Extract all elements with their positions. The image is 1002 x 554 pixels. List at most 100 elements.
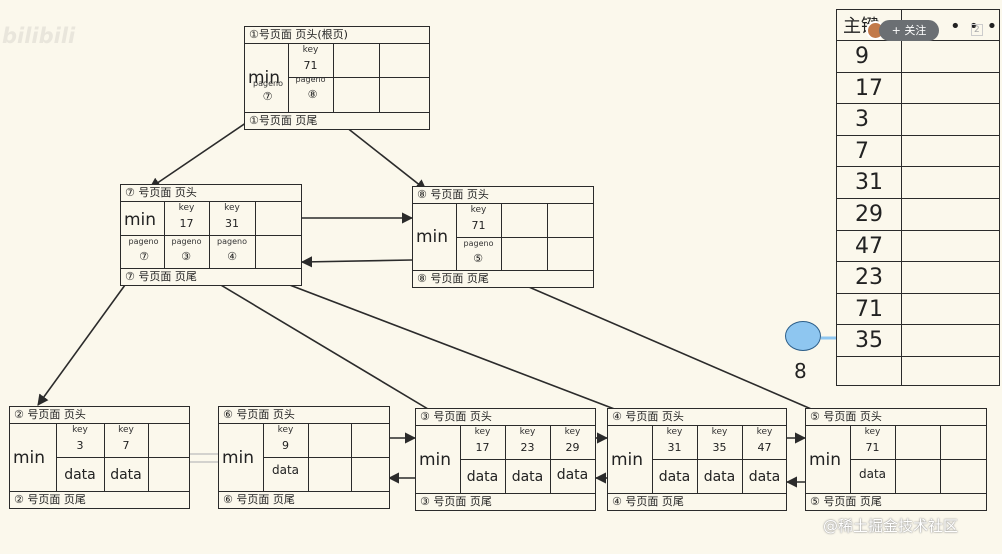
pageno-value: ④ bbox=[227, 250, 237, 263]
key-value: 3 bbox=[76, 439, 84, 452]
key-value: 17 bbox=[179, 217, 194, 230]
page-5: ⑤ 号页面 页头 min key 71 data ⑤ 号页面 页尾 bbox=[805, 408, 987, 511]
key-label: key bbox=[864, 427, 881, 437]
min-label: min bbox=[809, 449, 842, 470]
pageno-value: ⑦ bbox=[139, 250, 149, 263]
pk-row: 71 bbox=[837, 292, 999, 325]
min-label: min bbox=[248, 68, 281, 88]
page-footer: ⑧ 号页面 页尾 bbox=[413, 270, 593, 287]
data-cell: data bbox=[748, 469, 781, 485]
arrow-p8-to-p7 bbox=[300, 256, 413, 268]
min-label: min bbox=[416, 227, 449, 247]
pk-row: 3 bbox=[837, 103, 999, 135]
site-watermark: @稀土掘金技术社区 bbox=[823, 517, 959, 535]
page-2: ② 号页面 页头 min key 3 key 7 data data ② 号页面… bbox=[9, 406, 190, 509]
arrow-root-to-p7 bbox=[149, 111, 263, 189]
key-value: 9 bbox=[282, 439, 289, 452]
pageno-label: pageno bbox=[253, 79, 283, 88]
key-value: 29 bbox=[565, 441, 580, 454]
page-footer: ② 号页面 页尾 bbox=[10, 491, 189, 508]
pk-row: 29 bbox=[837, 198, 999, 230]
pk-row: 23 bbox=[837, 261, 999, 293]
page-8: ⑧ 号页面 页头 min key 71 pageno ⑤ ⑧ 号页面 页尾 bbox=[412, 186, 594, 288]
data-cell: data bbox=[271, 463, 300, 477]
page-footer: ①号页面 页尾 bbox=[245, 112, 429, 129]
arrow-p7-to-p3 bbox=[183, 262, 444, 419]
page-footer: ③ 号页面 页尾 bbox=[416, 493, 595, 510]
key-label: key bbox=[564, 427, 581, 437]
key-label: key bbox=[470, 205, 487, 215]
pk-row: 7 bbox=[837, 134, 999, 167]
key-label: key bbox=[178, 203, 195, 213]
key-value: 7 bbox=[122, 439, 130, 452]
pageno-label: pageno bbox=[128, 237, 159, 246]
page-header: ② 号页面 页头 bbox=[10, 407, 189, 424]
key-value: 31 bbox=[667, 441, 682, 454]
key-label: key bbox=[224, 203, 240, 213]
pk-row: 31 bbox=[837, 166, 999, 198]
pk-row: 35 bbox=[837, 324, 999, 356]
key-value: 17 bbox=[475, 441, 490, 454]
data-cell: data bbox=[703, 469, 736, 485]
data-cell: data bbox=[110, 467, 142, 483]
key-label: key bbox=[519, 427, 536, 437]
pageno-label: pageno bbox=[295, 75, 326, 84]
page-header: ③ 号页面 页头 bbox=[416, 409, 595, 426]
page-footer: ④ 号页面 页尾 bbox=[608, 493, 786, 510]
pk-column-divider bbox=[901, 10, 902, 385]
key-value: 35 bbox=[712, 441, 727, 454]
insert-marker-ball bbox=[785, 321, 821, 351]
pk-row: 9 bbox=[837, 40, 999, 72]
page-header: ⑧ 号页面 页头 bbox=[413, 187, 593, 204]
key-label: key bbox=[474, 427, 491, 437]
key-label: key bbox=[118, 425, 134, 435]
pageno-value: ⑤ bbox=[473, 252, 483, 265]
pk-row: 17 bbox=[837, 71, 999, 104]
min-label: min bbox=[13, 447, 46, 468]
key-value: 23 bbox=[520, 441, 535, 454]
data-cell: data bbox=[466, 469, 499, 485]
data-cell: data bbox=[658, 469, 691, 485]
min-label: min bbox=[419, 449, 452, 470]
more-menu-icon[interactable]: • • • bbox=[950, 16, 999, 37]
data-cell: data bbox=[511, 469, 544, 485]
page-4: ④ 号页面 页头 min key 31 key 35 key 47 data d… bbox=[607, 408, 787, 511]
pageno-value: ⑦ bbox=[262, 90, 273, 103]
min-label: min bbox=[611, 449, 644, 470]
data-cell: data bbox=[858, 467, 887, 481]
key-label: key bbox=[72, 425, 88, 435]
page-6: ⑥ 号页面 页头 min key 9 data ⑥ 号页面 页尾 bbox=[218, 406, 390, 509]
data-cell: data bbox=[64, 467, 96, 483]
key-label: key bbox=[756, 427, 773, 437]
data-cell: data bbox=[556, 467, 589, 483]
insert-marker-label: 8 bbox=[794, 359, 807, 383]
page-3: ③ 号页面 页头 min key 17 key 23 key 29 data d… bbox=[415, 408, 596, 511]
key-label: key bbox=[302, 45, 319, 55]
key-value: 47 bbox=[757, 441, 772, 454]
page-header: ①号页面 页头(根页) bbox=[245, 27, 429, 44]
count-badge: 2 bbox=[971, 24, 983, 36]
page-root: ①号页面 页头(根页) min key 71 pageno pageno ⑦ ⑧… bbox=[244, 26, 430, 130]
pageno-value: ⑧ bbox=[307, 88, 318, 101]
page-header: ⑦ 号页面 页头 bbox=[121, 185, 301, 202]
follow-button[interactable]: + 关注 bbox=[879, 20, 939, 41]
key-value: 71 bbox=[303, 59, 318, 72]
pk-row bbox=[837, 356, 999, 388]
key-label: key bbox=[711, 427, 728, 437]
key-label: key bbox=[666, 427, 683, 437]
arrow-p7-to-p4 bbox=[231, 262, 640, 420]
page-header: ④ 号页面 页头 bbox=[608, 409, 786, 426]
arrow-p8-to-p5 bbox=[477, 264, 834, 420]
min-label: min bbox=[222, 447, 255, 468]
page-header: ⑥ 号页面 页头 bbox=[219, 407, 389, 424]
pageno-label: pageno bbox=[171, 237, 202, 246]
pageno-label: pageno bbox=[463, 239, 494, 248]
page-header: ⑤ 号页面 页头 bbox=[806, 409, 986, 426]
page-footer: ⑦ 号页面 页尾 bbox=[121, 268, 301, 285]
page-footer: ⑤ 号页面 页尾 bbox=[806, 493, 986, 510]
key-value: 71 bbox=[471, 219, 486, 232]
pageno-value: ③ bbox=[181, 250, 191, 263]
